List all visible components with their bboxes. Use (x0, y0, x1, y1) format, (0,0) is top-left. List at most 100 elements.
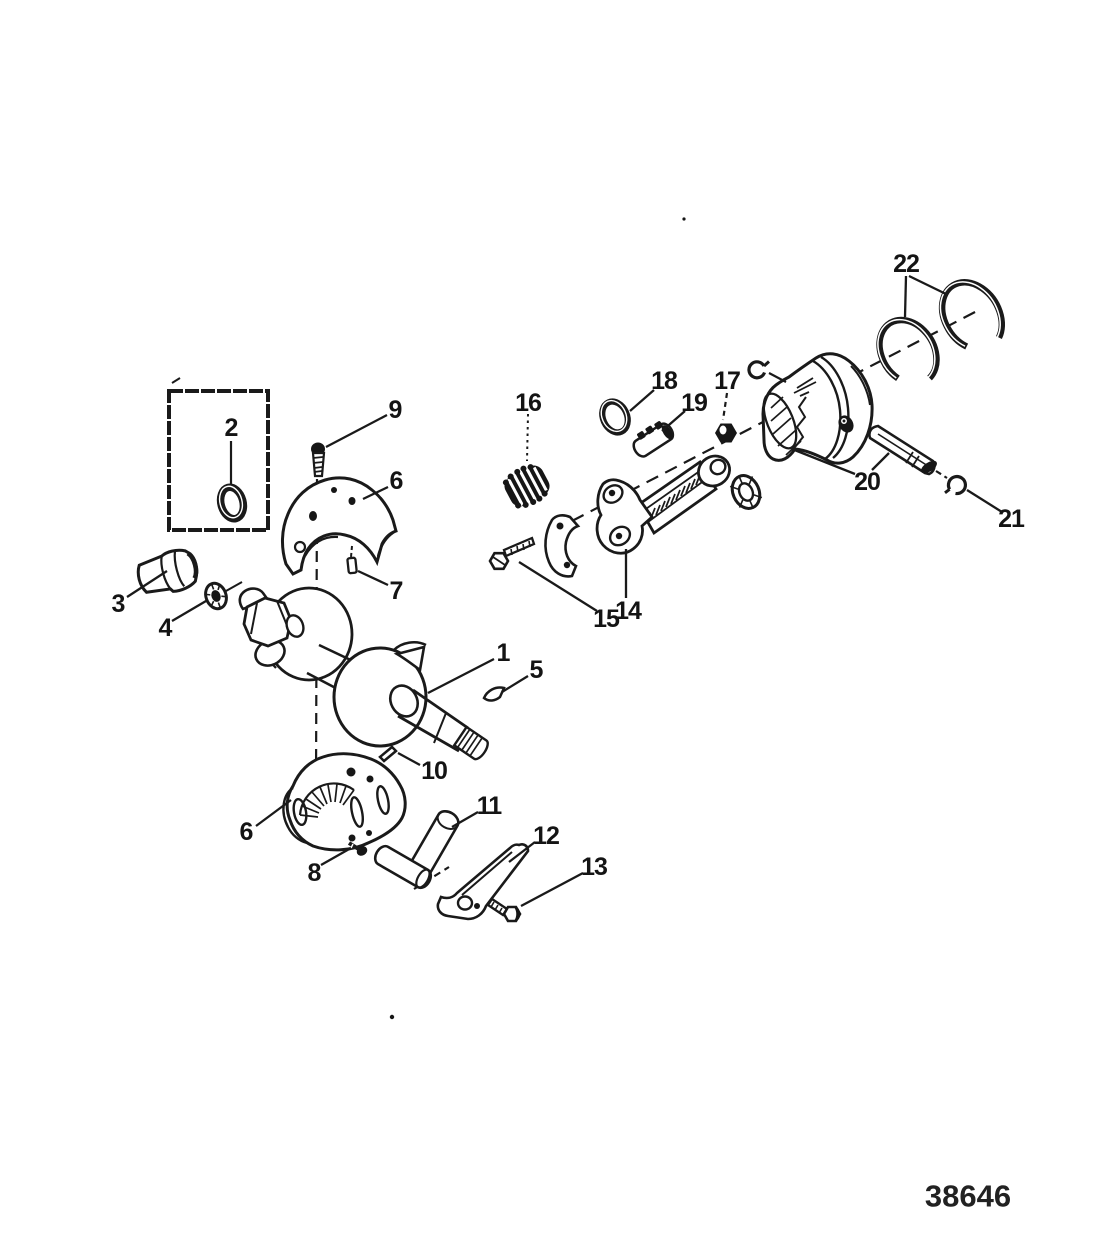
key-10-body (378, 745, 398, 763)
callout-labels: 1 2 3 4 5 6 6 7 8 9 10 11 12 13 14 15 16… (112, 250, 1026, 887)
rod-cap (544, 514, 581, 578)
leader-1 (427, 657, 495, 695)
callout-6-upper-label: 6 (390, 467, 403, 495)
callout-14-label: 14 (615, 597, 642, 625)
seal-ring-18 (599, 398, 631, 436)
gear-teeth (502, 464, 548, 509)
retaining-ring-pointer (768, 372, 787, 383)
woodruff-key-5 (482, 686, 506, 702)
upper-counterweight-hole2 (348, 497, 356, 505)
piston-dome-edge (850, 365, 871, 406)
upper-counterweight (281, 476, 398, 576)
leader-8 (320, 846, 352, 867)
rod-shank-inner-top (642, 467, 705, 512)
gear-spline-highlights (507, 466, 548, 507)
leader-5 (501, 675, 529, 693)
upper-counterweight-saddle-line (303, 535, 339, 557)
crank-stub (238, 587, 271, 611)
crank-disc-notch (393, 645, 426, 673)
rod-bolt-hole-upper (608, 489, 616, 497)
piston-ring-a-highlight (877, 318, 936, 379)
retaining-ring-upper-body (747, 360, 767, 380)
crank-hub (388, 684, 420, 718)
retaining-ring-upper (747, 360, 771, 380)
rod-bolt-15 (488, 536, 536, 571)
callout-16-label: 16 (515, 389, 541, 417)
lower-counterweight-hole4 (366, 830, 372, 836)
screw-9-threads (312, 456, 324, 473)
washer-4 (204, 581, 243, 611)
roller-11-cap (436, 814, 459, 830)
thrust-washer (729, 474, 763, 510)
crankshaft (238, 586, 489, 761)
leader-22a (903, 275, 908, 318)
lower-counterweight-hole2 (366, 775, 374, 783)
crank-disc-notch-arc (393, 640, 427, 651)
callout-7-label: 7 (390, 577, 403, 605)
wrist-pin-band1 (905, 451, 914, 464)
callout-3-label: 3 (112, 590, 125, 618)
follower-arm-inner-line (461, 851, 513, 896)
piston-axis-centerline (571, 310, 978, 522)
follower-arm-dot (474, 903, 480, 909)
bearing-cage-19 (632, 421, 675, 458)
pinion-gear-16 (502, 464, 550, 509)
callout-15-label: 15 (593, 605, 620, 633)
leader-19 (661, 410, 686, 432)
inset-box (167, 389, 270, 532)
crank-taper-band (433, 712, 447, 744)
piston-20 (761, 352, 874, 465)
crank-threaded-tip (452, 725, 489, 761)
lower-counterweight (282, 752, 407, 852)
leader-20b (871, 452, 890, 471)
key-10 (378, 745, 398, 763)
crank-nut-facet1 (250, 602, 258, 635)
lower-counterweight-hole1 (346, 767, 356, 777)
lower-counterweight-flange (282, 786, 308, 845)
retaining-ring-21-body (946, 474, 968, 496)
crank-taper-bottom (397, 714, 460, 753)
callout-8-label: 8 (308, 859, 322, 887)
leader-13 (520, 871, 584, 908)
callout-13-label: 13 (581, 853, 607, 881)
piston-skirt-hatching (770, 396, 802, 456)
lower-counterweight-slot2 (376, 785, 390, 815)
coupler-end-shade (186, 551, 199, 580)
rod-bolt-head-facet (492, 556, 506, 566)
follower-arm-hole (456, 895, 474, 911)
washer-serrations (205, 583, 226, 609)
coupler-facet-line (173, 551, 186, 588)
nut-leader-dashed (721, 392, 729, 421)
crank-taper-top (412, 688, 469, 730)
rod-cap-hole-lower (563, 561, 571, 569)
screw-13-threads (490, 901, 503, 914)
callout-5-label: 5 (530, 656, 544, 684)
drawing-number: 38646 (925, 1179, 1011, 1214)
screw-8-shank (347, 841, 362, 852)
callout-4-label: 4 (159, 614, 173, 642)
bearing-roller-hatching (299, 783, 355, 818)
woodruff-key-body (482, 686, 506, 702)
piston-pin-boss-dot (841, 418, 847, 424)
screw-8 (347, 841, 368, 856)
wrist-pin-axis-dash (935, 470, 948, 479)
lower-counterweight-slot1 (349, 796, 365, 828)
piston-ring-b-highlight (939, 281, 1001, 347)
screw-13 (486, 897, 522, 923)
upper-counterweight-hole3 (331, 487, 337, 493)
piston-skirt-jag (794, 396, 807, 448)
print-speck-bottom (389, 1014, 395, 1020)
piston-ring-groove1 (812, 359, 842, 460)
callout-18-label: 18 (651, 367, 678, 395)
wrist-pin-highlight (877, 433, 929, 467)
piston-ring-a (876, 316, 940, 382)
rod-bolt-threads (510, 540, 531, 556)
roller-lower-cap (415, 868, 431, 889)
rod-cap-body (544, 514, 581, 578)
washer-pointer-line (225, 581, 243, 592)
follower-arm-12 (436, 843, 530, 921)
upper-counterweight-bore (293, 540, 307, 554)
bearing-outer-arc (298, 782, 355, 816)
rod-shank-inner-bottom (647, 476, 710, 523)
crank-tip-threads (457, 729, 483, 756)
